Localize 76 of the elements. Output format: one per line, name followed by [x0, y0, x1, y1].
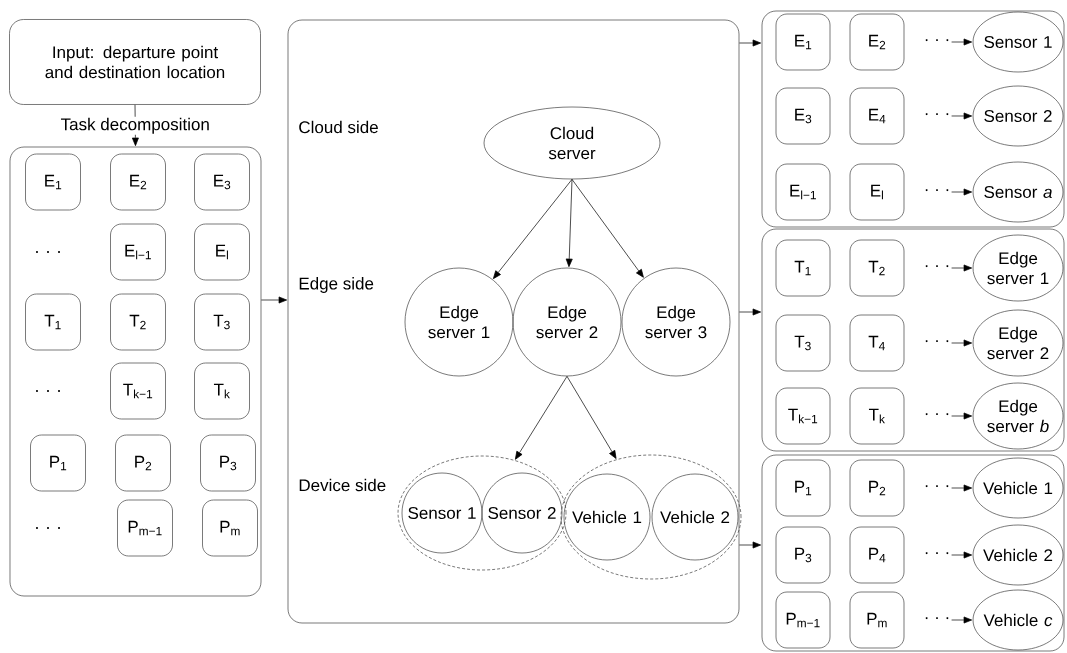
task-box: E$_{4}$ — [849, 87, 905, 145]
arrow — [515, 376, 568, 460]
task-box: T$_{1}$ — [775, 239, 831, 297]
arrow — [951, 484, 973, 492]
task-box: P$_{m−1}$ — [775, 591, 831, 649]
task-box: E$_{1}$ — [775, 13, 831, 71]
device-group-ellipse — [397, 455, 567, 571]
side-label: Edge side — [299, 277, 374, 293]
arrow — [739, 541, 762, 549]
ellipsis-dots: . . . — [36, 527, 60, 529]
arrow — [951, 188, 973, 196]
ellipsis-dots: · · · — [925, 189, 949, 192]
ellipsis-dots: · · · — [925, 113, 949, 116]
task-box: T$_{3}$ — [775, 314, 831, 372]
arrow — [566, 376, 617, 459]
task-box: E$_{l−1}$ — [110, 223, 166, 281]
container-panel — [761, 454, 1065, 652]
task-box: T$_{k−1}$ — [110, 362, 166, 420]
arrow — [739, 39, 762, 47]
task-box: T$_{k}$ — [194, 362, 250, 420]
ellipsis-dots: · · · — [925, 485, 949, 488]
task-box: E$_{3}$ — [194, 153, 250, 211]
arrow — [951, 551, 973, 559]
task-box: E$_{l−1}$ — [775, 163, 831, 221]
task-box: E$_{2}$ — [110, 153, 166, 211]
arrow — [565, 179, 573, 268]
container-panel — [9, 146, 262, 597]
ellipsis-dots: · · · — [925, 340, 949, 343]
ellipsis-dots: · · · — [925, 39, 949, 42]
task-box: P$_{1}$ — [775, 459, 831, 517]
container-panel — [761, 10, 1065, 228]
arrow — [951, 412, 973, 420]
task-box: P$_{1}$ — [30, 434, 86, 492]
ellipsis-dots: · · · — [925, 617, 949, 620]
ellipsis-dots: . . . — [36, 251, 60, 253]
task-box: T$_{k}$ — [849, 387, 905, 445]
arrow — [131, 104, 139, 147]
task-box: P$_{m}$ — [202, 499, 258, 557]
task-box: P$_{3}$ — [200, 434, 256, 492]
task-box: T$_{4}$ — [849, 314, 905, 372]
task-box: P$_{m}$ — [849, 591, 905, 649]
task-box: T$_{k−1}$ — [775, 387, 831, 445]
arrow — [261, 296, 288, 304]
container-panel — [761, 228, 1065, 452]
arrow — [951, 264, 973, 272]
task-box: P$_{m−1}$ — [117, 499, 173, 557]
container-panel — [287, 19, 740, 624]
ellipsis-dots: · · · — [925, 413, 949, 416]
task-box: E$_{l}$ — [849, 163, 905, 221]
ellipsis-dots: · · · — [925, 265, 949, 268]
task-box: T$_{2}$ — [849, 239, 905, 297]
arrow — [951, 38, 973, 46]
task-box: T$_{3}$ — [194, 293, 250, 351]
task-box: T$_{2}$ — [110, 293, 166, 351]
arrow — [739, 308, 762, 316]
task-box: E$_{2}$ — [849, 13, 905, 71]
arrow — [571, 179, 644, 278]
arrow — [951, 112, 973, 120]
edge-label: Task decomposition — [59, 116, 211, 135]
ellipsis-dots: · · · — [925, 552, 949, 555]
arrow — [493, 179, 573, 279]
task-box: P$_{3}$ — [775, 526, 831, 584]
input-box: Input: departure point and destination location — [9, 19, 261, 105]
task-box: E$_{3}$ — [775, 87, 831, 145]
task-box: P$_{2}$ — [115, 434, 171, 492]
arrow — [951, 616, 973, 624]
task-box: E$_{1}$ — [25, 153, 81, 211]
side-label: Device side — [299, 478, 386, 492]
device-group-ellipse — [560, 454, 742, 580]
task-box: T$_{1}$ — [25, 293, 81, 351]
task-box: E$_{l}$ — [194, 223, 250, 281]
side-label: Cloud side — [299, 120, 378, 134]
task-box: P$_{2}$ — [849, 459, 905, 517]
ellipsis-dots: . . . — [36, 390, 60, 392]
task-box: P$_{4}$ — [849, 526, 905, 584]
arrow — [951, 339, 973, 347]
